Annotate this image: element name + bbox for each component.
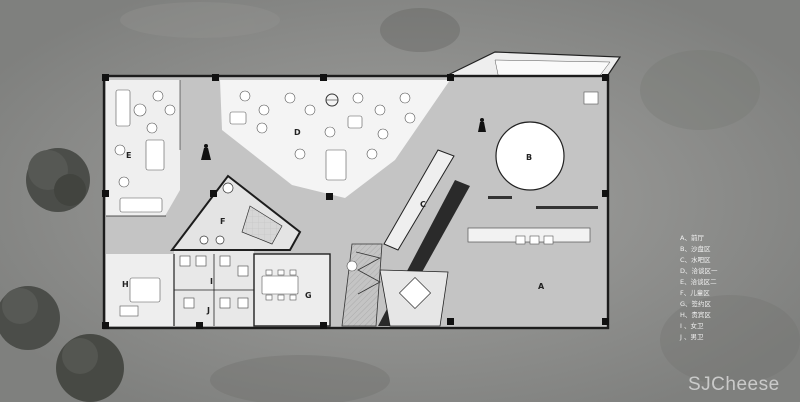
zone-label-g: G <box>305 291 312 300</box>
legend-item: E、洽谈区二 <box>680 277 717 286</box>
zone-label-a: A <box>538 282 545 291</box>
reception-desk <box>467 227 591 243</box>
kids-play-area <box>199 182 283 245</box>
tree-icon <box>56 334 124 402</box>
person-figure-icon <box>478 118 486 132</box>
watermark-logo: SJCheese <box>688 374 780 395</box>
ground-shadows <box>120 2 800 402</box>
zone-label-e: E <box>126 151 131 160</box>
legend-item: C、水吧区 <box>680 255 711 264</box>
restroom-fixtures <box>179 255 249 309</box>
legend-item: I 、女卫 <box>680 321 704 330</box>
sand-table <box>495 121 565 191</box>
zone-label-c: C <box>420 200 426 209</box>
zone-label-j: J <box>206 306 210 315</box>
zone-label-d: D <box>294 128 301 137</box>
legend: A、前厅 B、沙盘区 C、水吧区 D、洽谈区一 E、洽谈区二 F、儿童区 G、签… <box>679 233 718 341</box>
zone-label-b: B <box>526 153 532 162</box>
zone-d-area <box>220 80 450 198</box>
tree-icon <box>26 148 90 212</box>
zone-label-i: I <box>210 277 213 286</box>
display-wall <box>536 206 598 209</box>
lounge-furniture-e <box>114 89 176 213</box>
zone-c-area <box>383 149 455 251</box>
lounge-furniture-d <box>229 90 416 181</box>
legend-item: G、签约区 <box>680 299 712 308</box>
legend-item: A、前厅 <box>680 233 704 242</box>
legend-item: H、贵宾区 <box>680 310 711 319</box>
legend-item: J 、男卫 <box>679 333 704 341</box>
zone-label-f: F <box>220 217 225 226</box>
vip-furniture <box>119 277 161 317</box>
legend-item: D、洽谈区一 <box>680 266 718 275</box>
zone-label-h: H <box>122 280 129 289</box>
legend-item: F、儿童区 <box>680 288 710 297</box>
signing-tables <box>261 269 299 301</box>
legend-item: B、沙盘区 <box>680 244 711 253</box>
tree-icon <box>0 286 60 350</box>
structural-columns <box>102 74 609 329</box>
person-figure-icon <box>201 144 211 160</box>
